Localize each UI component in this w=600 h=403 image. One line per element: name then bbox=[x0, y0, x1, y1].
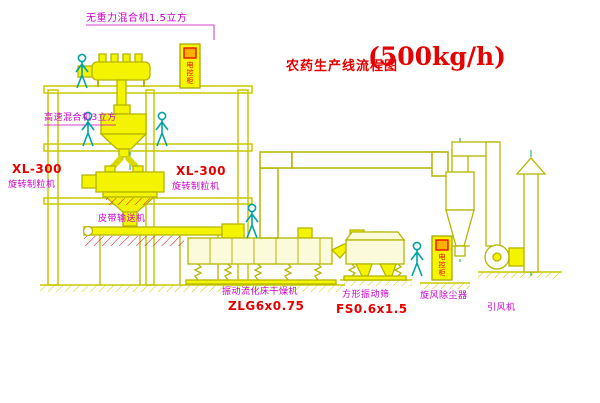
leader-lines bbox=[44, 24, 215, 126]
diagram-title: 农药生产线流程图 bbox=[286, 59, 399, 74]
person-figure bbox=[155, 111, 169, 147]
label-control-cabinet-top: 电控柜 bbox=[186, 61, 194, 85]
label-control-cabinet-right: 电控柜 bbox=[438, 253, 446, 277]
label-high-speed-mixer: 高速混合机3立方 bbox=[44, 113, 117, 123]
exhaust-stack bbox=[515, 157, 547, 273]
label-sieve-model: FS0.6x1.5 bbox=[336, 302, 408, 316]
label-granulator-center-model: XL-300 bbox=[176, 164, 226, 178]
induced-draft-fan bbox=[484, 244, 526, 270]
label-granulator-left-model: XL-300 bbox=[12, 162, 62, 176]
label-belt-conveyor: 皮带输送机 bbox=[98, 214, 146, 224]
person-figure bbox=[410, 241, 424, 277]
granulator-red-hatch bbox=[106, 198, 152, 205]
exhaust-duct bbox=[259, 151, 449, 239]
control-cabinet-top bbox=[179, 43, 201, 89]
label-dryer-name: 振动流化床干燥机 bbox=[222, 287, 299, 297]
label-fan: 引风机 bbox=[487, 303, 516, 313]
label-cyclone: 旋风除尘器 bbox=[420, 291, 468, 301]
label-granulator-center-name: 旋转制粒机 bbox=[172, 182, 220, 192]
label-sieve-name: 方形振动筛 bbox=[342, 290, 390, 300]
square-sieve bbox=[343, 229, 407, 281]
cyclone-separator bbox=[445, 141, 501, 257]
red-hatch-strip bbox=[84, 236, 184, 246]
label-dryer-model: ZLG6x0.75 bbox=[228, 299, 305, 313]
control-cabinet-right bbox=[431, 235, 453, 281]
gravity-mixer bbox=[77, 53, 151, 115]
diagram-capacity: (500kg/h) bbox=[368, 42, 506, 71]
fluid-bed-dryer bbox=[185, 223, 354, 285]
label-granulator-left-name: 旋转制粒机 bbox=[8, 180, 56, 190]
label-gravity-mixer: 无重力混合机1.5立方 bbox=[86, 13, 188, 24]
